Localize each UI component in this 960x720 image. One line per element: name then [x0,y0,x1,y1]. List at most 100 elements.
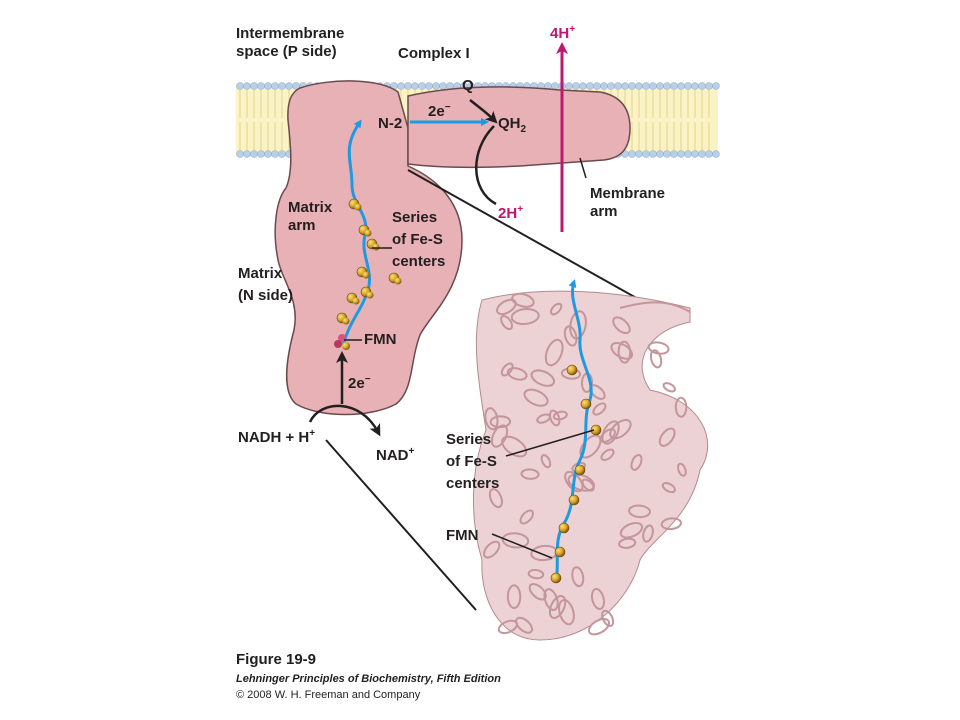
headgroup-top [698,82,706,90]
fes-cluster-group [336,198,402,325]
fmn-label: FMN [364,331,397,348]
headgroup-bottom [670,150,678,158]
helix-coil [488,488,503,509]
crystal-fes-cluster [550,572,562,584]
headgroup-top [593,82,601,90]
helix-coil [660,517,682,531]
q-to-qh2-arrow [469,99,498,124]
headgroup-top [250,82,258,90]
headgroup-top [425,82,433,90]
fes-cluster [362,271,370,279]
helix-coil [511,292,535,308]
headgroup-top [236,82,244,90]
helix-coil [549,302,563,316]
two-e-bottom-label: 2e− [348,374,371,392]
headgroup-top [677,82,685,90]
helix-coil [500,362,514,377]
helix-coil [530,369,556,387]
two-e-top-label: 2e− [428,102,451,120]
fes2-label-3: centers [446,475,499,492]
headgroup-top [586,82,594,90]
nad-label: NAD+ [376,446,415,464]
helix-coil [536,413,551,424]
helix-coil [567,473,595,492]
headgroup-bottom [243,150,251,158]
crystal-structure-ribbon [473,279,709,641]
helix-coil [489,415,512,429]
headgroup-top [418,82,426,90]
helix-coil [600,448,615,462]
figure-caption: Figure 19-9 Lehninger Principles of Bioc… [236,651,501,701]
helix-coil [618,537,637,549]
headgroup-bottom [642,150,650,158]
helix-coil [662,382,676,393]
headgroup-bottom [691,150,699,158]
headgroup-top [621,82,629,90]
helix-coil [587,617,611,636]
helix-coil [510,308,540,326]
helix-coil [649,349,663,369]
helix-coil [501,435,528,458]
headgroup-top [705,82,713,90]
headgroup-bottom [663,150,671,158]
headgroup-bottom [712,150,720,158]
headgroup-bottom [705,150,713,158]
nadh-oxidation-arrow [308,404,381,437]
complex-label: Complex I [398,45,470,62]
headgroup-top [404,82,412,90]
crystal-fes-cluster [580,398,592,410]
fes-label-2: of Fe-S [392,231,443,248]
two-h-label: 2H+ [498,204,523,222]
q-label: Q [462,77,474,94]
helix-coil [677,462,687,477]
helix-coil [612,316,631,335]
helix-coil [619,521,644,539]
helix-coil [520,468,540,480]
headgroup-top [691,82,699,90]
crystal-fes-cluster [590,424,602,436]
headgroup-top [411,82,419,90]
helix-tail [619,301,691,313]
headgroup-top [551,82,559,90]
headgroup-top [635,82,643,90]
caption-title: Figure 19-9 [236,651,316,668]
headgroup-top [264,82,272,90]
helix-coil [581,478,595,492]
intermembrane-label-2: space (P side) [236,43,337,60]
fes-cluster [354,203,362,211]
helix-coil [658,427,676,447]
helix-coil [661,481,676,494]
headgroup-top [670,82,678,90]
helix-coil [497,619,519,635]
fes-cluster [352,297,360,305]
helix-coil [543,588,559,611]
headgroup-top [432,82,440,90]
helix-coil [501,532,530,549]
fmn2-leader [491,533,553,559]
qh2-label: QH2 [498,115,527,135]
helix-coil [630,453,643,471]
intermembrane-label-1: Intermembrane [236,25,344,42]
headgroup-top [712,82,720,90]
headgroup-bottom [656,150,664,158]
headgroup-bottom [257,150,265,158]
h-uptake-arrow [475,125,497,206]
helix-coil [500,315,514,331]
headgroup-top [656,82,664,90]
crystal-fes-cluster [568,494,580,506]
caption-book: Lehninger Principles of Biochemistry, Fi… [236,673,501,685]
headgroup-bottom [677,150,685,158]
helix-coil [552,410,568,421]
helix-coil [523,388,549,407]
headgroup-top [614,82,622,90]
fes-cluster [372,243,380,251]
headgroup-bottom [684,150,692,158]
matrix-arm-label-1: Matrix [288,199,333,216]
helix-coil [571,566,585,588]
headgroup-top [439,82,447,90]
fes-cluster [342,317,350,325]
headgroup-top [579,82,587,90]
headgroup-top [572,82,580,90]
headgroup-top [285,82,293,90]
matrix-label-1: Matrix [238,265,283,282]
